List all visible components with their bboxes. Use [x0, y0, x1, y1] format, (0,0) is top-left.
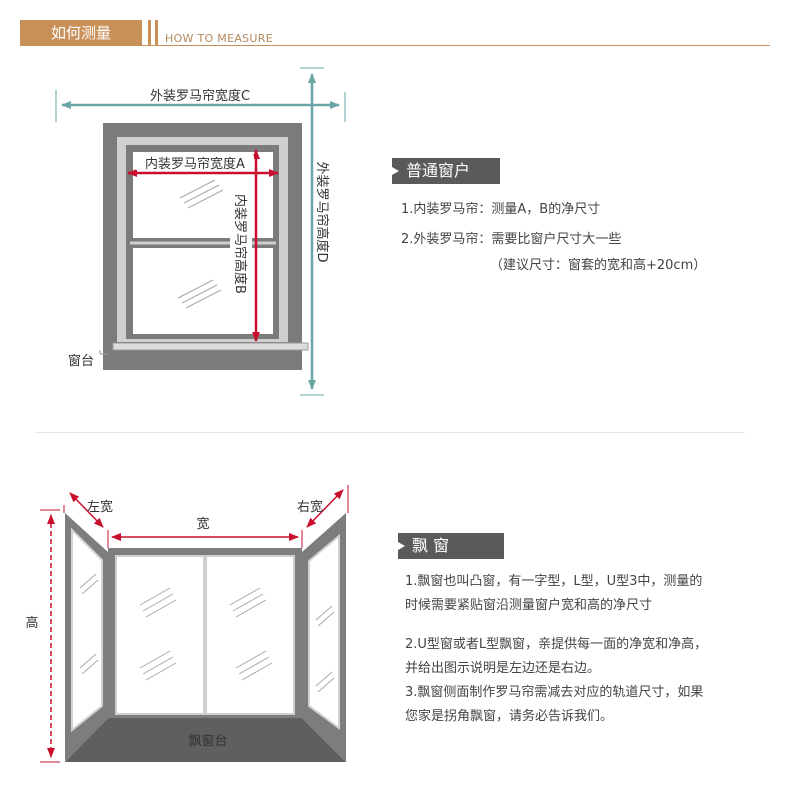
inner-height-label: 内装罗马帘高度B: [232, 194, 248, 294]
width-label: 宽: [196, 516, 209, 532]
bay-window-line-1a: 1.飘窗也叫凸窗，有一字型，L型，U型3中，测量的: [405, 574, 703, 589]
section-title-english: HOW TO MEASURE: [165, 32, 273, 45]
bay-window-line-3a: 3.飘窗侧面制作罗马帘需减去对应的轨道尺寸，如果: [405, 685, 704, 700]
regular-window-drawing: 外装罗马帘宽度C 内装罗马帘宽度A 内装罗马帘高度B 外装罗马帘高度D 窗台: [55, 67, 346, 396]
glass-reflection: [177, 179, 224, 309]
inner-width-label: 内装罗马帘宽度A: [145, 156, 245, 172]
title-decoration: [146, 20, 160, 46]
section-divider: [35, 432, 745, 433]
outer-height-label: 外装罗马帘高度D: [314, 161, 330, 262]
left-width-label: 左宽: [87, 499, 113, 515]
regular-window-line-2: 2.外装罗马帘：需要比窗户尺寸大一些: [401, 232, 622, 247]
bay-window-tag: 飘 窗: [398, 533, 504, 559]
bay-sill-label: 飘窗台: [188, 733, 227, 749]
regular-window-line-3: （建议尺寸：窗套的宽和高+20cm）: [490, 258, 707, 273]
section-title-badge: 如何测量: [20, 20, 142, 46]
regular-window-line-1: 1.内装罗马帘：测量A，B的净尺寸: [401, 202, 601, 217]
bay-window-line-2b: 并给出图示说明是左边还是右边。: [405, 661, 601, 676]
bay-window-drawing: 左宽 宽 右宽 高 飘窗台: [25, 485, 349, 763]
right-width-arrow: [306, 489, 344, 528]
bay-sill: [65, 718, 346, 762]
right-width-label: 右宽: [297, 499, 323, 515]
bay-window-line-2a: 2.U型窗或者L型飘窗，亲提供每一面的净宽和净高，: [405, 637, 708, 652]
regular-window-tag: 普通窗户: [392, 158, 500, 184]
outer-width-label: 外装罗马帘宽度C: [150, 88, 250, 104]
bay-window-line-1b: 时候需要紧贴窗沿测量窗户宽和高的净尺寸: [405, 598, 653, 613]
sill-label: 窗台: [68, 353, 94, 369]
left-width-arrow: [69, 492, 104, 528]
height-label: 高: [25, 615, 38, 631]
window-sill: [112, 342, 309, 351]
bay-window-line-3b: 您家是拐角飘窗，请务必告诉我们。: [405, 709, 614, 724]
header-rule: [20, 45, 770, 46]
bay-glass-reflection: [79, 573, 335, 693]
